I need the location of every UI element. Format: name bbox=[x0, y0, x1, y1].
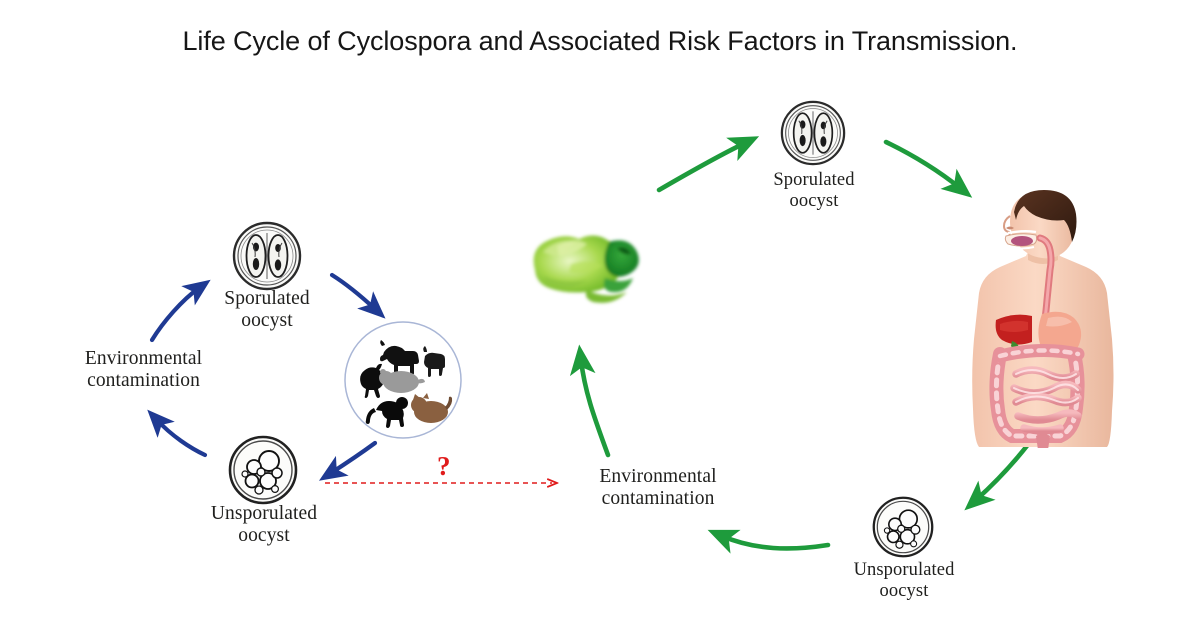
right-unsporulated-oocyst-label: Unsporulated oocyst bbox=[853, 560, 955, 601]
unsporulated-oocyst-icon bbox=[872, 496, 934, 558]
monkey-silhouette-icon bbox=[365, 397, 408, 428]
left-environmental-contamination-label: Environmental contamination bbox=[84, 348, 203, 392]
right-sporulated-oocyst-label: Sporulated oocyst bbox=[773, 170, 855, 211]
chicken-silhouette-icon bbox=[360, 363, 384, 398]
right-sporulated-oocyst bbox=[780, 100, 846, 166]
arrow-env-to-produce bbox=[569, 344, 611, 458]
fresh-produce bbox=[513, 212, 663, 324]
dog-silhouette-icon bbox=[380, 340, 419, 376]
unsporulated-oocyst-icon bbox=[228, 435, 298, 505]
leafy-greens-icon bbox=[533, 235, 639, 303]
goat-silhouette-icon bbox=[423, 346, 445, 377]
unknown-link-question-mark: ? bbox=[437, 451, 451, 481]
page-title: Life Cycle of Cyclospora and Associated … bbox=[182, 26, 1018, 56]
animal-reservoir-icon bbox=[344, 321, 462, 439]
human-host bbox=[948, 188, 1138, 450]
arrow-human-to-unsporulated bbox=[964, 439, 1033, 511]
arrow-animals-to-unsporulated bbox=[318, 440, 378, 481]
arrow-produce-to-sporulated bbox=[656, 136, 760, 193]
animal-reservoir bbox=[343, 320, 463, 440]
sporulated-oocyst-icon bbox=[780, 100, 846, 166]
cat-silhouette-icon bbox=[411, 393, 453, 423]
right-environmental-contamination-label: Environmental contamination bbox=[599, 466, 717, 510]
arrow-env-to-sporulated bbox=[149, 279, 211, 343]
arrow-unsporulated-to-env bbox=[707, 529, 831, 554]
left-sporulated-oocyst bbox=[232, 221, 302, 291]
sporulated-oocyst-icon bbox=[232, 221, 302, 291]
right-unsporulated-oocyst bbox=[872, 496, 934, 558]
arrow-unsporulated-to-env bbox=[147, 409, 208, 458]
rodent-silhouette-icon bbox=[379, 369, 425, 393]
arrow-sporulated-to-animals bbox=[329, 272, 386, 319]
left-unsporulated-oocyst-label: Unsporulated oocyst bbox=[210, 503, 318, 547]
human-digestive-system-icon bbox=[972, 190, 1114, 450]
left-sporulated-oocyst-label: Sporulated oocyst bbox=[224, 288, 310, 332]
left-unsporulated-oocyst bbox=[228, 435, 298, 505]
arrow-sporulated-to-human bbox=[883, 139, 973, 198]
